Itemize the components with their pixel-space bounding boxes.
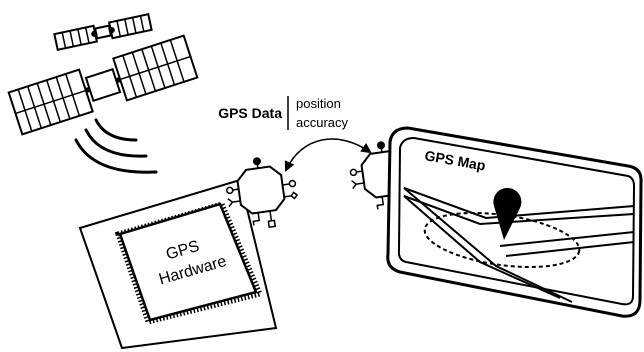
gps-data-label: GPS Data position accuracy	[218, 96, 349, 130]
gps-map-device: GPS Map	[386, 126, 643, 318]
gps-hardware-board: GPS Hardware	[78, 178, 278, 350]
location-pin-icon	[493, 187, 522, 240]
data-flow-arrow	[284, 138, 372, 172]
gps-data-title: GPS Data	[218, 105, 282, 121]
accuracy-circle	[423, 211, 581, 269]
satellite-icon-large	[7, 34, 199, 136]
signal-waves-icon	[74, 118, 158, 174]
gps-data-item: position	[296, 96, 341, 111]
component-icon	[225, 157, 299, 229]
satellite-icon-small	[53, 13, 153, 51]
gps-data-item: accuracy	[296, 115, 349, 130]
